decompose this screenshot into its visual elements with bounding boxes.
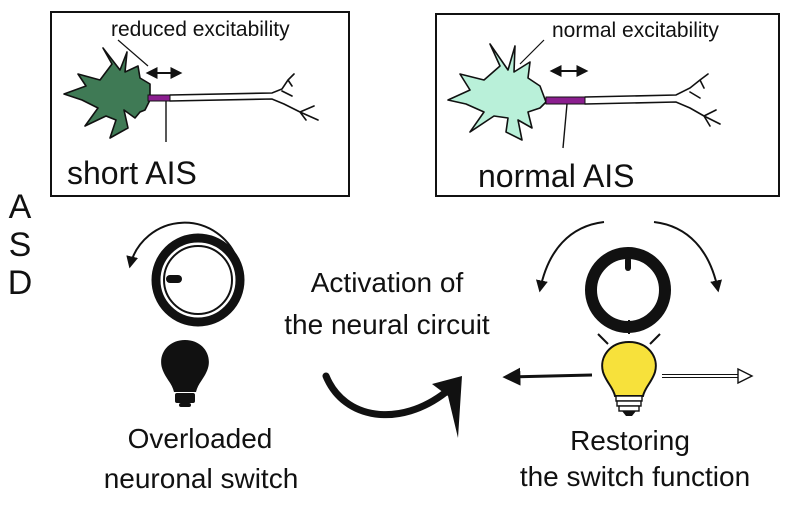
- activation-label-line2: the neural circuit: [284, 309, 490, 340]
- restoring-caption-line2: the switch function: [519, 461, 751, 492]
- asd-letter: S: [8, 226, 32, 264]
- left-label-pointer: [117, 39, 149, 67]
- asd-letter: A: [8, 188, 32, 226]
- left-neuron: [63, 39, 319, 142]
- light-bulb-off-icon: [161, 340, 209, 407]
- activation-label-line1: Activation of: [310, 267, 464, 298]
- left-neuron-axon: [169, 73, 319, 121]
- light-bulb-on-icon: [597, 320, 661, 416]
- asd-letter: D: [7, 264, 33, 302]
- normal-excitability-label: normal excitability: [552, 19, 719, 42]
- activation-arrow: [322, 372, 450, 419]
- left-output-arrow: [502, 367, 593, 386]
- activation-arrowhead: [432, 376, 462, 438]
- left-neuron-soma: [63, 47, 151, 139]
- right-neuron-soma: [447, 43, 547, 141]
- right-label-pointer: [519, 39, 545, 65]
- overloaded-caption-line1: Overloaded: [127, 423, 273, 454]
- left-rotary-knob-icon: [126, 221, 245, 327]
- right-neuron-axon: [584, 73, 721, 127]
- overloaded-caption-line2: neuronal switch: [103, 463, 299, 494]
- short-ais-label: short AIS: [67, 155, 197, 191]
- right-output-arrow: [662, 367, 754, 385]
- reduced-excitability-label: reduced excitability: [111, 18, 290, 41]
- left-neuron-ais: [147, 94, 171, 102]
- right-rotary-knob-icon: [536, 221, 722, 333]
- normal-ais-label: normal AIS: [478, 158, 635, 194]
- restoring-caption-line1: Restoring: [570, 425, 690, 456]
- right-neuron: [447, 39, 721, 149]
- right-neuron-ais: [545, 96, 586, 105]
- right-ais-pointer: [562, 103, 568, 149]
- asd-side-label: A S D: [4, 188, 36, 302]
